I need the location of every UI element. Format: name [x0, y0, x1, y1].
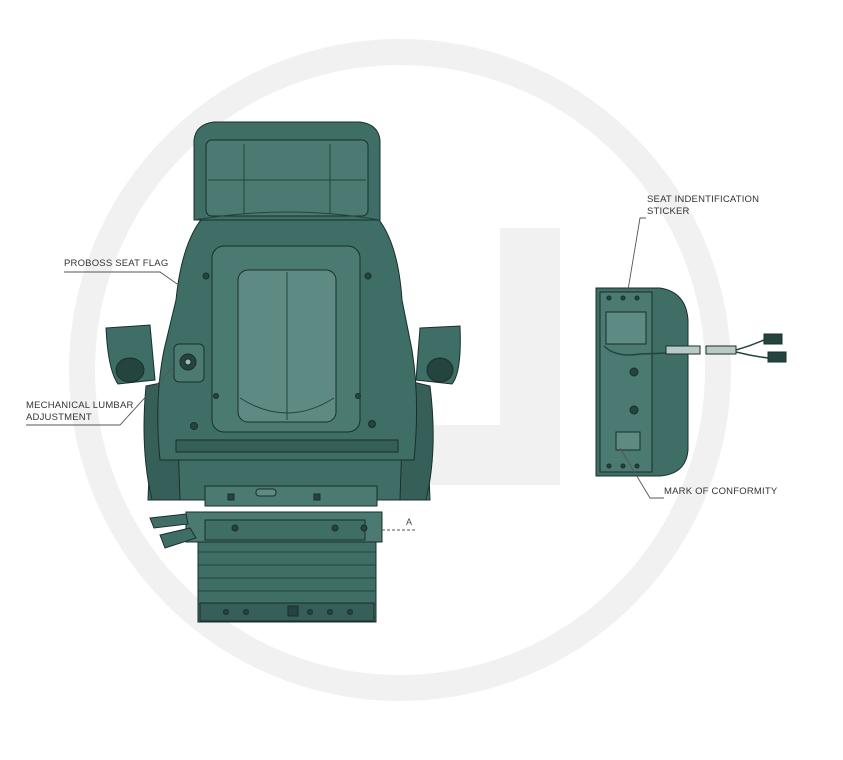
label-mechanical-lumbar: MECHANICAL LUMBAR ADJUSTMENT	[26, 400, 134, 424]
label-lumbar-line2: ADJUSTMENT	[26, 412, 92, 423]
leader-conformity	[619, 447, 664, 499]
leader-lumbar	[26, 367, 173, 426]
dimension-marker-a: A	[406, 517, 413, 527]
label-proboss-seat-flag: PROBOSS SEAT FLAG	[64, 258, 169, 269]
connector-top	[763, 333, 783, 345]
left-armrest	[105, 324, 156, 385]
leader-lines	[26, 217, 664, 531]
seat-side-view	[595, 287, 787, 477]
right-armrest	[415, 325, 461, 385]
seat-rear-view	[105, 121, 461, 623]
leader-seat-flag	[64, 271, 181, 287]
label-seat-identification-sticker: SEAT INDENTIFICATION STICKER	[647, 194, 759, 218]
label-lumbar-line1: MECHANICAL LUMBAR	[26, 400, 134, 411]
lumbar-knob	[173, 343, 205, 383]
label-sticker-line2: STICKER	[647, 206, 690, 217]
connector-bottom	[767, 351, 787, 363]
label-sticker-line1: SEAT INDENTIFICATION	[647, 194, 760, 205]
leader-sticker	[627, 217, 646, 291]
suspension-bellows	[197, 539, 377, 623]
suspension-frame	[149, 511, 383, 549]
headrest	[193, 121, 381, 221]
watermark-logo	[69, 39, 731, 701]
label-mark-of-conformity: MARK OF CONFORMITY	[664, 486, 778, 497]
